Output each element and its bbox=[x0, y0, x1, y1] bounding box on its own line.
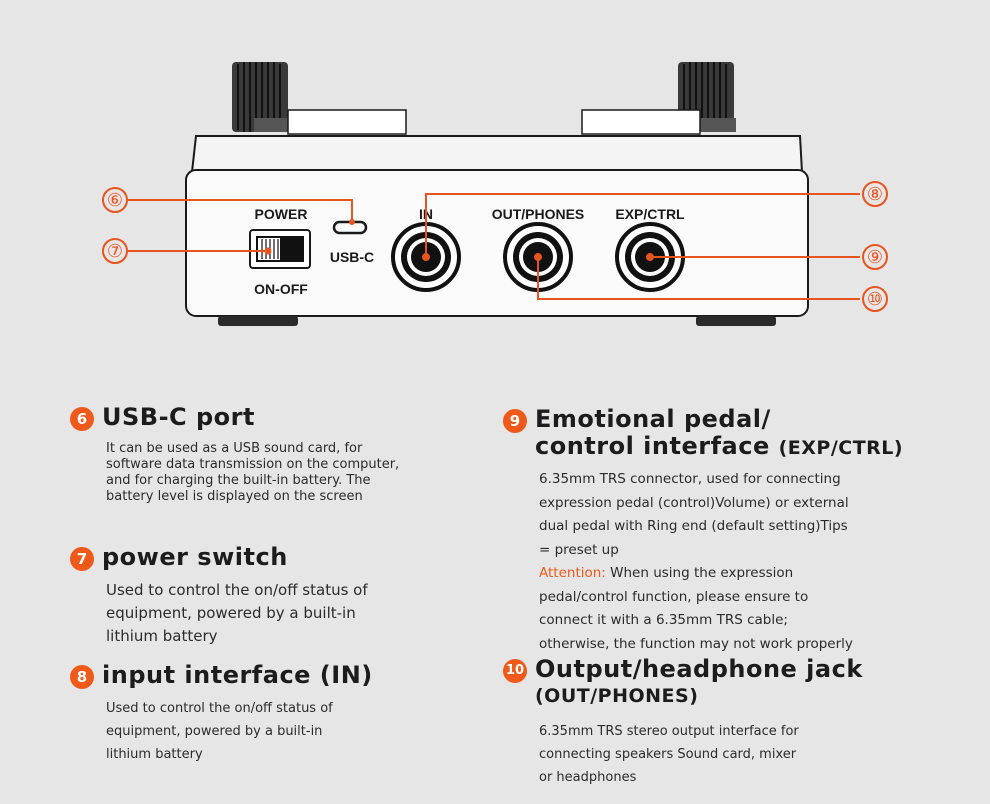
pedal-top-plate bbox=[190, 135, 804, 173]
title-suffix: (EXP/CTRL) bbox=[778, 437, 904, 459]
desc-line: It can be used as a USB sound card, for bbox=[106, 441, 363, 456]
section-usb-c: 6 USB-C port It can be used as a USB sou… bbox=[70, 404, 510, 505]
section-description: 6.35mm TRS connector, used for connectin… bbox=[539, 468, 973, 656]
desc-line: and for charging the built-in battery. T… bbox=[106, 473, 371, 488]
section-number-badge: 10 bbox=[503, 659, 527, 683]
power-label: POWER bbox=[255, 206, 308, 222]
section-description: 6.35mm TRS stereo output interface for c… bbox=[539, 720, 973, 789]
right-footplate bbox=[581, 109, 701, 135]
section-title: Output/headphone jack (OUT/PHONES) bbox=[535, 656, 863, 710]
desc-line: expression pedal (control)Volume) or ext… bbox=[539, 494, 849, 511]
callout-7: ⑦ bbox=[107, 241, 123, 262]
desc-line: or headphones bbox=[539, 770, 637, 785]
section-number-badge: 9 bbox=[503, 409, 527, 433]
desc-line: otherwise, the function may not work pro… bbox=[539, 635, 853, 652]
attention-text: When using the expression bbox=[605, 565, 794, 581]
section-number-badge: 6 bbox=[70, 407, 94, 431]
power-switch bbox=[249, 229, 311, 269]
section-title: Emotional pedal/ control interface (EXP/… bbox=[535, 406, 903, 462]
title-line: Emotional pedal/ bbox=[535, 405, 771, 433]
callout-8: ⑧ bbox=[867, 184, 883, 205]
desc-line: 6.35mm TRS connector, used for connectin… bbox=[539, 471, 841, 487]
title-line: control interface (EXP/CTRL) bbox=[535, 433, 903, 462]
section-number-badge: 7 bbox=[70, 547, 94, 571]
title-line: Output/headphone jack bbox=[535, 655, 863, 683]
callout-line-usb bbox=[128, 199, 353, 222]
section-description: Used to control the on/off status of equ… bbox=[106, 579, 510, 648]
desc-line: = preset up bbox=[539, 541, 619, 558]
section-description: It can be used as a USB sound card, for … bbox=[106, 441, 510, 505]
attention-label: Attention: bbox=[539, 565, 606, 581]
exp-ctrl-label: EXP/CTRL bbox=[615, 206, 685, 222]
desc-line: dual pedal with Ring end (default settin… bbox=[539, 518, 848, 534]
section-output-headphone: 10 Output/headphone jack (OUT/PHONES) 6.… bbox=[503, 656, 973, 789]
desc-line: Used to control the on/off status of bbox=[106, 701, 333, 716]
desc-line: connect it with a 6.35mm TRS cable; bbox=[539, 612, 788, 628]
left-knob bbox=[232, 62, 290, 132]
desc-line: equipment, powered by a built-in bbox=[106, 604, 356, 622]
section-exp-ctrl: 9 Emotional pedal/ control interface (EX… bbox=[503, 406, 973, 656]
section-title: input interface (IN) bbox=[102, 661, 373, 689]
section-input-interface: 8 input interface (IN) Used to control t… bbox=[70, 662, 510, 766]
section-number-badge: 8 bbox=[70, 665, 94, 689]
callout-6: ⑥ bbox=[107, 190, 123, 211]
on-off-label: ON-OFF bbox=[254, 281, 308, 297]
callout-9: ⑨ bbox=[867, 247, 883, 268]
section-power-switch: 7 power switch Used to control the on/of… bbox=[70, 544, 510, 648]
callout-line-in bbox=[425, 193, 860, 257]
desc-line: equipment, powered by a built-in bbox=[106, 724, 323, 739]
left-foot bbox=[218, 316, 298, 326]
section-title: USB-C port bbox=[102, 403, 255, 431]
attention-line: Attention: When using the expression bbox=[539, 562, 973, 586]
desc-line: battery level is displayed on the screen bbox=[106, 489, 363, 504]
pedal-back-panel-diagram: POWER ON-OFF USB-C IN OUT/PHONES EXP/CTR… bbox=[102, 62, 888, 326]
desc-line: lithium battery bbox=[106, 627, 218, 645]
desc-line: pedal/control function, please ensure to bbox=[539, 588, 809, 605]
title-line: (OUT/PHONES) bbox=[535, 685, 699, 707]
section-title: power switch bbox=[102, 543, 288, 571]
usb-c-label: USB-C bbox=[330, 249, 374, 265]
section-description: Used to control the on/off status of equ… bbox=[106, 697, 510, 766]
desc-line: software data transmission on the comput… bbox=[106, 457, 400, 472]
right-foot bbox=[696, 316, 776, 326]
callout-10: ⑩ bbox=[867, 289, 883, 310]
desc-line: 6.35mm TRS stereo output interface for bbox=[539, 724, 799, 739]
left-footplate bbox=[287, 109, 407, 135]
out-phones-label: OUT/PHONES bbox=[492, 206, 585, 222]
callout-line-out bbox=[537, 257, 860, 300]
title-text: control interface bbox=[535, 432, 770, 460]
desc-line: Used to control the on/off status of bbox=[106, 581, 368, 599]
desc-line: lithium battery bbox=[106, 747, 203, 762]
desc-line: connecting speakers Sound card, mixer bbox=[539, 747, 797, 762]
